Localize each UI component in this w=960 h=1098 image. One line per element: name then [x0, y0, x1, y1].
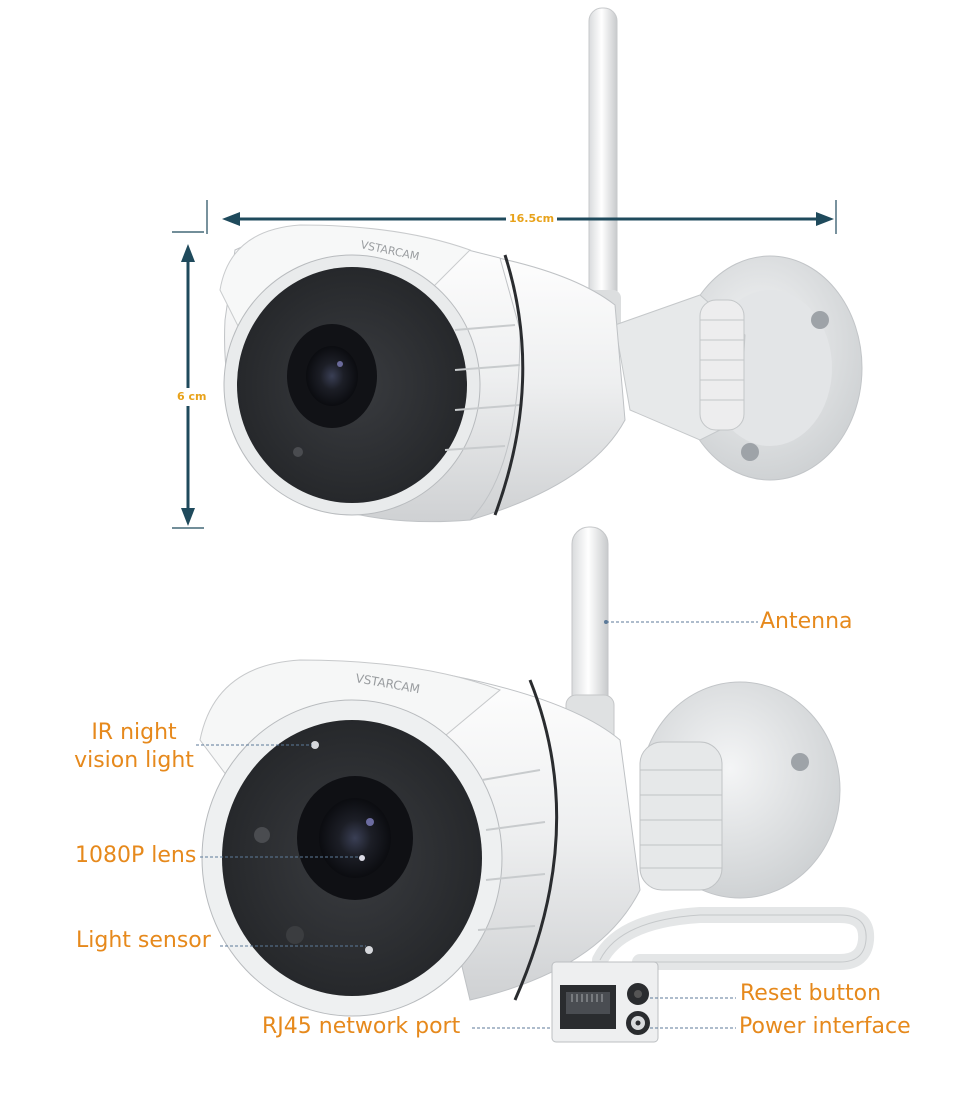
ir-label-line1: IR night — [91, 720, 177, 745]
height-label: 6 cm — [176, 388, 208, 406]
antenna-label: Antenna — [760, 609, 853, 634]
ir-label-line2: vision light — [74, 748, 194, 773]
top-camera-body: VSTARCAM — [219, 224, 626, 523]
top-wall-mount — [614, 255, 863, 481]
lens-label: 1080P lens — [75, 843, 197, 868]
ir-night-vision-label: IR night vision light — [66, 719, 202, 775]
bottom-camera-body: VSTARCAM — [199, 659, 641, 1017]
bottom-camera: VSTARCAM — [199, 526, 875, 1043]
height-dimension — [172, 231, 204, 529]
leader-lines — [196, 620, 758, 1029]
connector-box — [551, 961, 659, 1043]
light-sensor-label: Light sensor — [76, 928, 211, 953]
top-camera: VSTARCAM — [219, 7, 863, 523]
rj45-label: RJ45 network port — [262, 1014, 461, 1039]
reset-button-label: Reset button — [740, 981, 882, 1006]
power-interface-label: Power interface — [739, 1014, 911, 1039]
bottom-wall-mount — [592, 681, 875, 970]
width-label: 16.5cm — [506, 212, 558, 226]
top-antenna — [585, 7, 621, 330]
